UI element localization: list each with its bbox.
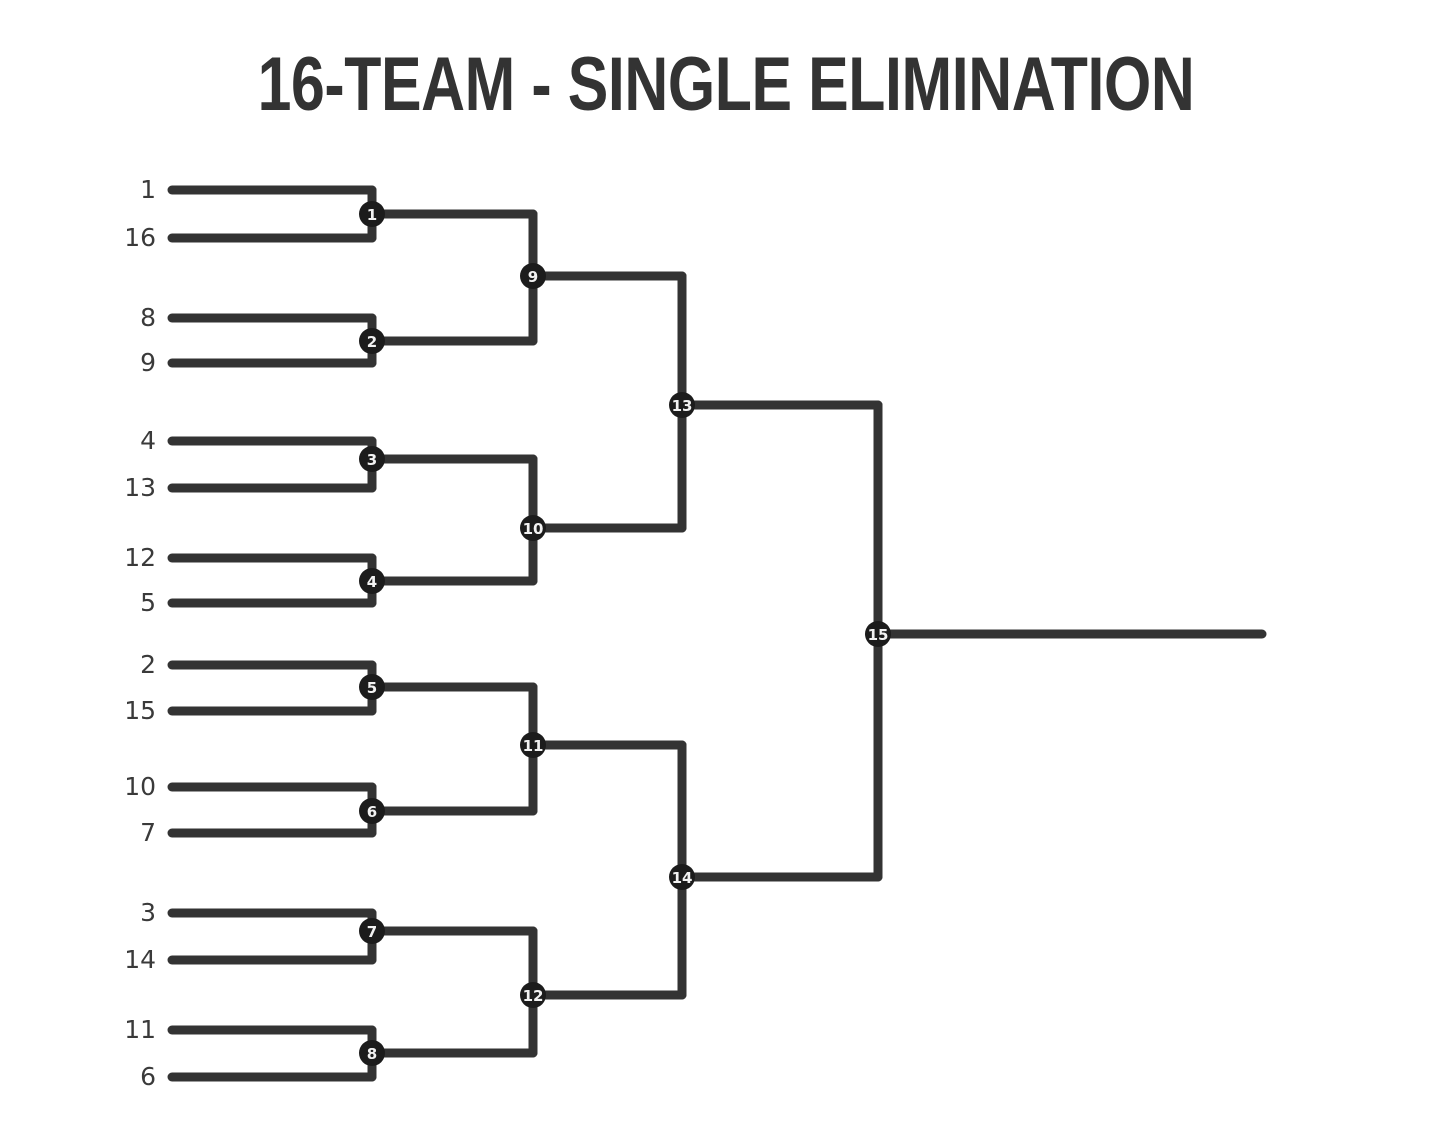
match-node-8[interactable]: 8 [359, 1040, 385, 1066]
seed-label-10: 10 [124, 772, 156, 801]
page-title: 16-TEAM - SINGLE ELIMINATION [257, 42, 1195, 127]
match-circle-10 [520, 515, 546, 541]
match-circle-8 [359, 1040, 385, 1066]
match-node-2[interactable]: 2 [359, 328, 385, 354]
seed-label-6: 6 [140, 1062, 156, 1091]
seed-label-11: 11 [124, 1015, 156, 1044]
seed-label-14: 14 [124, 945, 156, 974]
match-number-11: 11 [523, 737, 544, 755]
seed-label-3: 3 [140, 898, 156, 927]
match-circle-1 [359, 201, 385, 227]
match-number-9: 9 [528, 268, 538, 286]
match-node-3[interactable]: 3 [359, 446, 385, 472]
match-circle-15 [865, 621, 891, 647]
match-number-3: 3 [367, 451, 377, 469]
match-node-10[interactable]: 10 [520, 515, 546, 541]
match-number-6: 6 [367, 803, 377, 821]
connector-lines-group [367, 209, 883, 1058]
match-circle-11 [520, 732, 546, 758]
match-node-12[interactable]: 12 [520, 982, 546, 1008]
seed-label-8: 8 [140, 303, 156, 332]
match-circle-2 [359, 328, 385, 354]
match-node-9[interactable]: 9 [520, 263, 546, 289]
seed-lines-group [167, 185, 377, 1082]
match-node-13[interactable]: 13 [669, 392, 695, 418]
match-node-5[interactable]: 5 [359, 674, 385, 700]
match-circle-3 [359, 446, 385, 472]
match-node-1[interactable]: 1 [359, 201, 385, 227]
match-number-13: 13 [672, 397, 693, 415]
match-node-11[interactable]: 11 [520, 732, 546, 758]
match-number-14: 14 [672, 869, 693, 887]
match-node-4[interactable]: 4 [359, 568, 385, 594]
match-number-2: 2 [367, 333, 377, 351]
match-number-8: 8 [367, 1045, 377, 1063]
seed-label-5: 5 [140, 588, 156, 617]
match-circle-7 [359, 918, 385, 944]
match-number-1: 1 [367, 206, 377, 224]
match-number-12: 12 [523, 987, 544, 1005]
match-circle-13 [669, 392, 695, 418]
seed-label-2: 2 [140, 650, 156, 679]
match-number-4: 4 [367, 573, 377, 591]
match-node-15[interactable]: 15 [865, 621, 891, 647]
match-number-15: 15 [868, 626, 889, 644]
seed-label-9: 9 [140, 348, 156, 377]
match-circle-9 [520, 263, 546, 289]
seed-label-16: 16 [124, 223, 156, 252]
seed-label-12: 12 [124, 543, 156, 572]
seed-label-13: 13 [124, 473, 156, 502]
seed-label-7: 7 [140, 818, 156, 847]
match-circle-5 [359, 674, 385, 700]
match-node-14[interactable]: 14 [669, 864, 695, 890]
match-circle-14 [669, 864, 695, 890]
match-circle-4 [359, 568, 385, 594]
match-node-6[interactable]: 6 [359, 798, 385, 824]
match-circle-6 [359, 798, 385, 824]
seed-label-1: 1 [140, 175, 156, 204]
match-node-7[interactable]: 7 [359, 918, 385, 944]
match-number-7: 7 [367, 923, 377, 941]
seed-label-4: 4 [140, 426, 156, 455]
match-number-10: 10 [523, 520, 544, 538]
match-number-5: 5 [367, 679, 377, 697]
match-circle-12 [520, 982, 546, 1008]
seed-label-15: 15 [124, 696, 156, 725]
